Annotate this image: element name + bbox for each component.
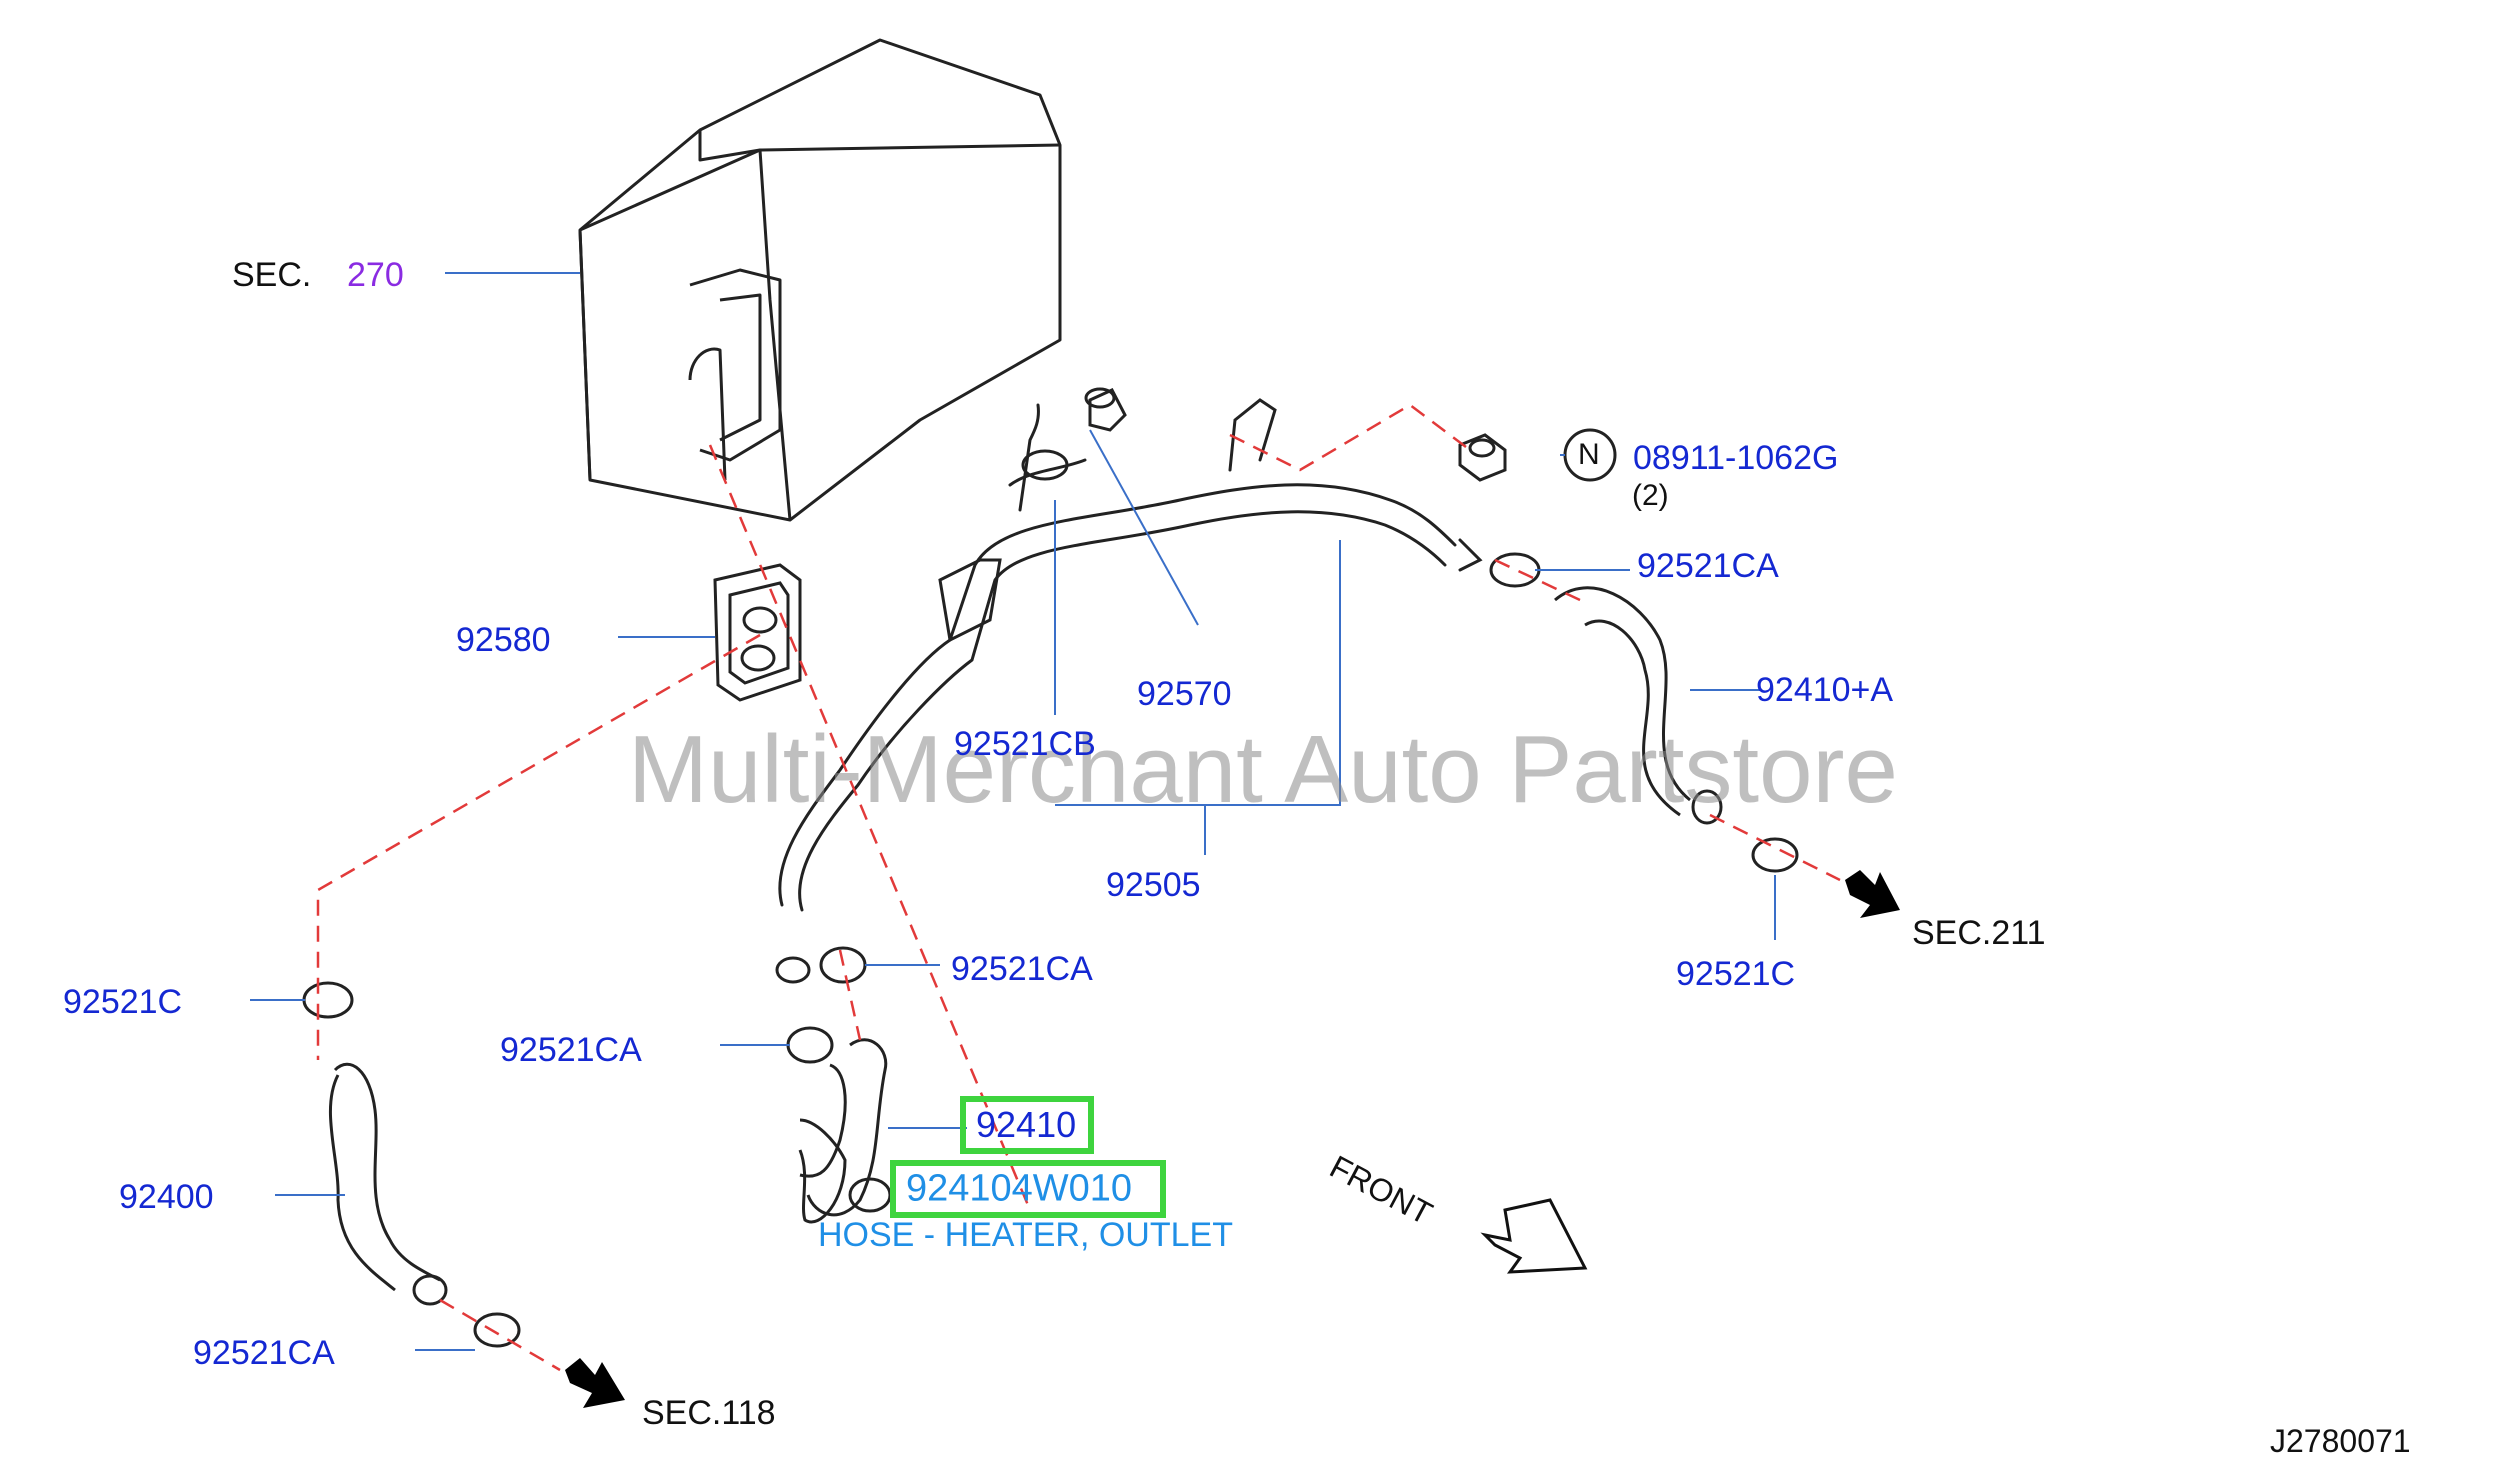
heater-seal-92580 bbox=[713, 563, 802, 702]
bleed-cap-92570 bbox=[1084, 387, 1127, 432]
part-label-92521C-left[interactable]: 92521C bbox=[63, 983, 183, 1021]
sec-prefix-label: SEC. bbox=[232, 256, 312, 294]
arrow-sec118-icon bbox=[565, 1358, 625, 1408]
leader-lines bbox=[250, 272, 1776, 1351]
highlight-part-number: 92410 bbox=[976, 1104, 1077, 1145]
heater-pipe-assembly bbox=[775, 398, 1483, 984]
hose-92400 bbox=[328, 1062, 448, 1306]
watermark: Multi-Merchant Auto Partstore bbox=[628, 716, 1898, 823]
sec-270-link[interactable]: 270 bbox=[347, 256, 404, 294]
part-label-92410A[interactable]: 92410+A bbox=[1756, 671, 1894, 709]
diagram-id: J2780071 bbox=[2270, 1423, 2411, 1459]
nut-08911 bbox=[1458, 428, 1617, 482]
part-label-92505[interactable]: 92505 bbox=[1106, 866, 1201, 904]
part-label-92521CB[interactable]: 92521CB bbox=[954, 725, 1096, 763]
sec-211-link[interactable]: SEC.211 bbox=[1912, 914, 2046, 952]
heater-unit bbox=[578, 38, 1062, 522]
part-label-92521CA-mid-left[interactable]: 92521CA bbox=[500, 1031, 642, 1069]
part-label-92521CA-bottom[interactable]: 92521CA bbox=[193, 1334, 335, 1372]
sec-118-link[interactable]: SEC.118 bbox=[642, 1394, 776, 1432]
highlight-part-number-box[interactable]: 92410 bbox=[960, 1096, 1094, 1154]
part-label-92521C-right[interactable]: 92521C bbox=[1676, 955, 1796, 993]
part-label-92400[interactable]: 92400 bbox=[119, 1178, 214, 1216]
hose-92410 bbox=[798, 1038, 892, 1224]
part-label-92521CA-mid-right[interactable]: 92521CA bbox=[951, 950, 1093, 988]
arrow-sec211-icon bbox=[1845, 870, 1900, 918]
assembly-dashed-lines bbox=[316, 403, 1841, 1372]
highlight-oem-number-box[interactable]: 924104W010 bbox=[890, 1160, 1166, 1218]
nut-symbol: N bbox=[1578, 438, 1600, 471]
part-description: HOSE - HEATER, OUTLET bbox=[818, 1216, 1233, 1254]
part-label-92580[interactable]: 92580 bbox=[456, 621, 551, 659]
highlight-oem-number: 924104W010 bbox=[906, 1167, 1133, 1210]
front-arrow-icon bbox=[1480, 1198, 1588, 1274]
quantity-label: (2) bbox=[1632, 479, 1669, 512]
part-label-08911-1062G[interactable]: 08911-1062G bbox=[1633, 439, 1839, 477]
part-label-92570[interactable]: 92570 bbox=[1137, 675, 1232, 713]
part-label-92521CA-top[interactable]: 92521CA bbox=[1637, 547, 1779, 585]
section-arrows bbox=[565, 870, 1900, 1408]
hose-92410A bbox=[1554, 586, 1723, 825]
